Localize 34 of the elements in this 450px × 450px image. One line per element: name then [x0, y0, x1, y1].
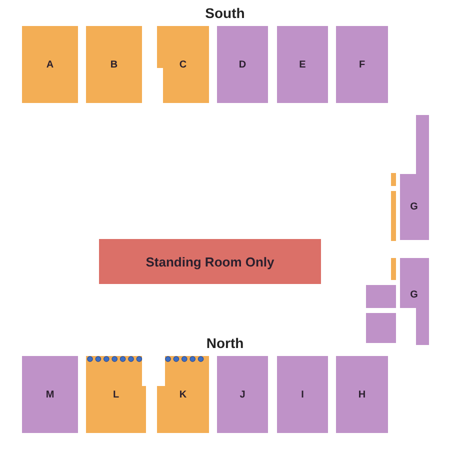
- section-label: B: [110, 59, 118, 70]
- seating-section: [277, 356, 328, 433]
- section-label: G: [410, 202, 418, 212]
- seating-section: [22, 356, 78, 433]
- seating-section: [366, 285, 396, 308]
- section-label: C: [179, 59, 187, 70]
- section-label: G: [410, 290, 418, 300]
- seating-section: [336, 26, 388, 103]
- standing-area: [99, 239, 321, 284]
- seating-section: [86, 26, 142, 103]
- direction-label: North: [206, 335, 244, 351]
- seating-section: [366, 313, 396, 343]
- direction-label: South: [205, 5, 245, 21]
- seating-section: [22, 26, 78, 103]
- seating-section: [400, 115, 429, 240]
- section-label: D: [238, 59, 246, 70]
- seating-section: [157, 26, 209, 103]
- seating-section: [217, 356, 268, 433]
- seating-section: [400, 258, 429, 345]
- seating-section: [157, 356, 209, 433]
- section-label: E: [299, 59, 306, 70]
- section-label: I: [301, 389, 304, 400]
- section-label: M: [46, 389, 54, 400]
- seating-section: [277, 26, 328, 103]
- seating-section: [86, 356, 146, 433]
- seating-section: [336, 356, 388, 433]
- section-label: A: [46, 59, 54, 70]
- section-label: J: [240, 389, 246, 400]
- area-label: Standing Room Only: [146, 254, 274, 269]
- section-label: L: [112, 389, 120, 400]
- section-label: F: [358, 59, 366, 70]
- section-label: K: [179, 389, 187, 400]
- section-label: H: [358, 389, 366, 400]
- seating-section: [217, 26, 268, 103]
